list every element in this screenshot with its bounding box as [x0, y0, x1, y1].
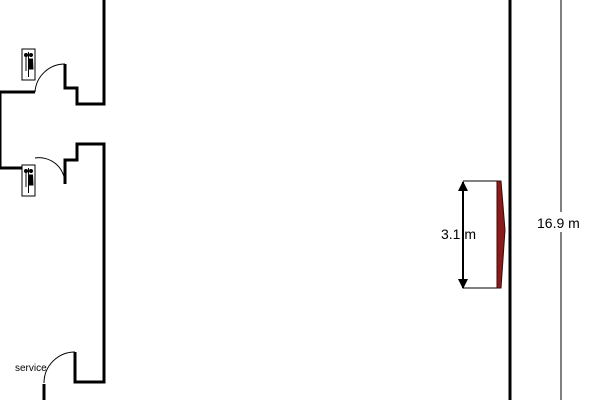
lower-entrance-door-swing: [34, 157, 66, 185]
service-door-swing: [43, 351, 76, 384]
projection-screen: [496, 180, 506, 289]
screen-dimension-arrow-top: [458, 181, 468, 191]
entrance-vestibule-wall: [0, 90, 35, 170]
upper-entrance-door-swing: [34, 63, 66, 93]
left-wall-middle: [63, 142, 106, 384]
hall-length-label: 16.9 m: [537, 215, 580, 231]
service-room-label: service: [15, 363, 47, 374]
restroom-sign-icon: [21, 48, 36, 81]
screen-dimension-arrow-bottom: [458, 279, 468, 289]
screen-dimension-label: 3.1 m: [441, 226, 476, 242]
restroom-sign-icon: [21, 164, 36, 197]
left-wall-upper: [63, 0, 106, 106]
hall-length-label-bg: [536, 212, 586, 232]
